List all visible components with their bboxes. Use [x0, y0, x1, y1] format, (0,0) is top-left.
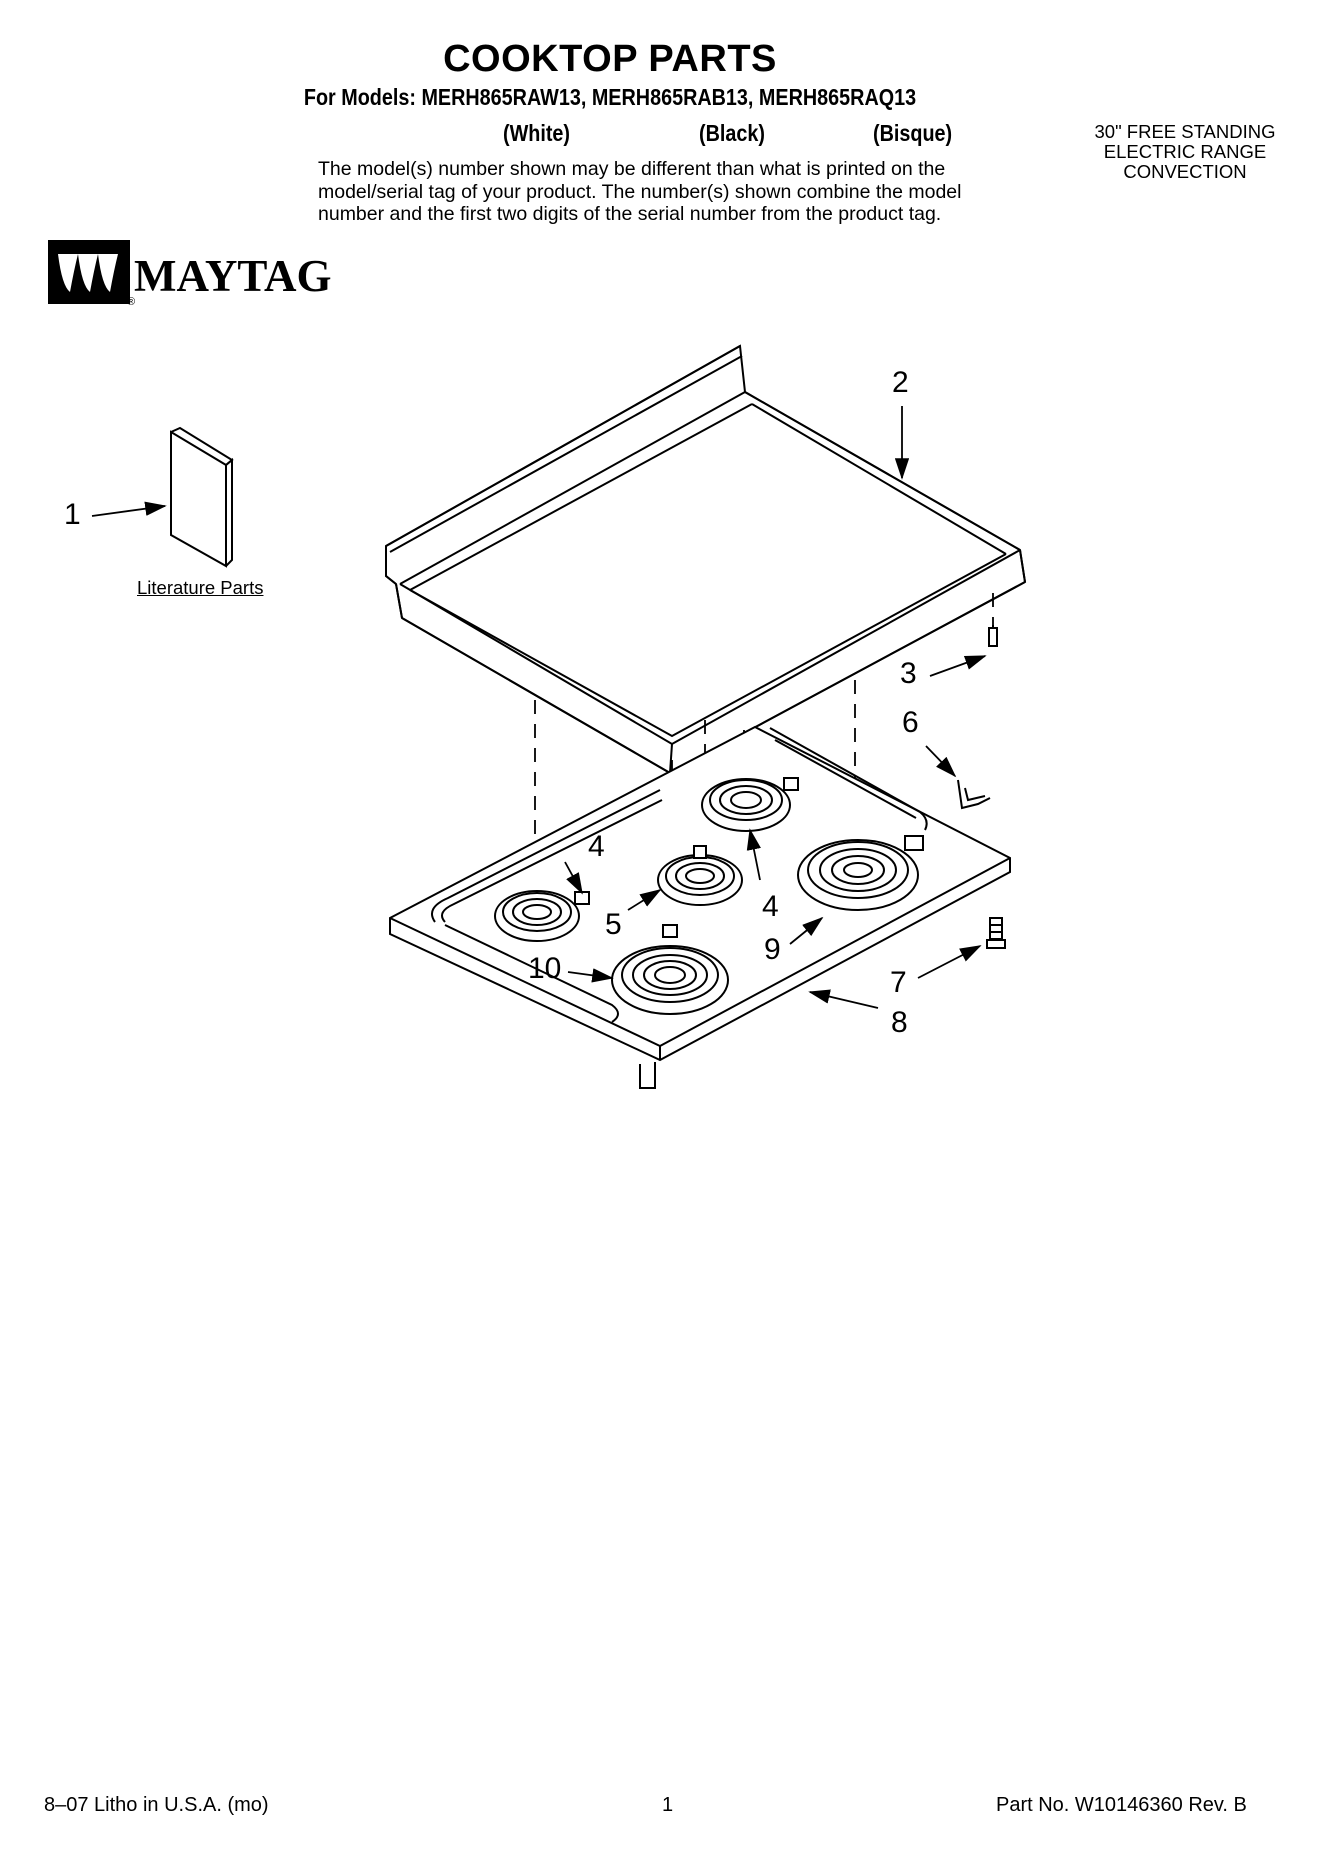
callout-burner-left: 4 — [588, 830, 605, 863]
callout-burner-rear: 4 — [762, 890, 779, 923]
disclaimer-line-3: number and the first two digits of the s… — [318, 203, 942, 225]
product-type: 30" FREE STANDING ELECTRIC RANGE CONVECT… — [1070, 122, 1300, 182]
product-type-line-3: CONVECTION — [1123, 161, 1247, 182]
mounting-clip-icon — [957, 779, 991, 810]
footer-litho: 8–07 Litho in U.S.A. (mo) — [44, 1794, 269, 1816]
burner-box — [389, 725, 1011, 1089]
callout-burner-right: 9 — [764, 933, 781, 966]
callout-burner-front: 10 — [528, 952, 562, 985]
color-bisque: (Bisque) — [873, 120, 953, 146]
product-type-line-2: ELECTRIC RANGE — [1103, 141, 1267, 162]
callout-clip: 6 — [902, 706, 919, 739]
burner-small-left-icon — [494, 890, 590, 942]
burner-large-front-icon — [611, 924, 729, 1015]
cooktop-glass-top — [385, 344, 1027, 775]
literature-parts-icon — [170, 426, 234, 568]
color-black: (Black) — [699, 120, 765, 146]
page-number: 1 — [662, 1794, 674, 1816]
color-white: (White) — [503, 120, 571, 146]
disclaimer-line-2: model/serial tag of your product. The nu… — [318, 180, 962, 203]
literature-parts-label: Literature Parts — [137, 577, 264, 598]
callout-literature: 1 — [64, 498, 81, 531]
burner-small-rear-icon — [701, 777, 799, 832]
callout-screw-top: 3 — [900, 657, 917, 690]
screw-small-icon — [988, 625, 998, 647]
callout-glass-top: 2 — [892, 366, 909, 399]
maytag-logo-icon — [48, 240, 130, 304]
screw-large-icon — [986, 917, 1006, 949]
product-type-line-1: 30" FREE STANDING — [1094, 121, 1276, 142]
page-title: COOKTOP PARTS — [443, 38, 777, 80]
model-numbers: For Models: MERH865RAW13, MERH865RAB13, … — [303, 84, 917, 110]
callout-burner-center: 5 — [605, 908, 622, 941]
disclaimer-line-1: The model(s) number shown may be differe… — [318, 158, 946, 180]
callout-screw-bottom: 7 — [890, 966, 907, 999]
registered-mark: ® — [127, 296, 136, 308]
burner-large-right-icon — [797, 835, 924, 911]
burner-small-center-icon — [657, 845, 743, 906]
part-number: Part No. W10146360 Rev. B — [996, 1794, 1247, 1816]
model-disclaimer: The model(s) number shown may be differe… — [318, 158, 1098, 226]
brand-name: MAYTAG — [134, 251, 332, 301]
callout-burner-box: 8 — [891, 1006, 908, 1039]
